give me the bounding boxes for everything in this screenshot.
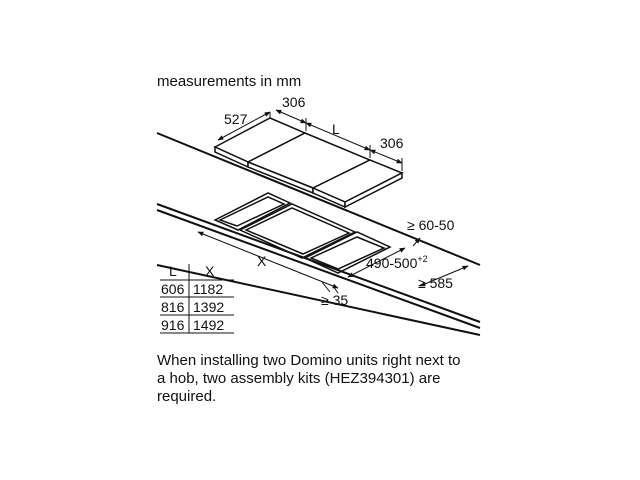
note-line: required. [157, 388, 217, 405]
table-cell: 1392 [193, 299, 224, 315]
dim-width-right-306: 306 [380, 135, 404, 151]
table-header-l: L [169, 263, 177, 279]
table-cell: 1182 [193, 281, 223, 297]
dim-wall-gap: ≥ 35 [321, 292, 348, 308]
dim-depth-527: 527 [224, 111, 248, 127]
dim-cutout-total-x: X [257, 253, 267, 269]
measurements-caption: measurements in mm [157, 73, 302, 90]
installation-note: When installing two Domino units right n… [157, 352, 537, 406]
dim-worktop-depth: ≥ 585 [418, 275, 453, 291]
table-cell: 816 [161, 299, 185, 315]
top-dimension-lines [217, 109, 403, 171]
hob-units [213, 117, 404, 209]
note-line: a hob, two assembly kits (HEZ394301) are [157, 370, 441, 387]
dim-front-gap: ≥ 60-50 [407, 217, 455, 233]
table-header-x: X [205, 263, 215, 279]
dim-width-left-306: 306 [282, 94, 306, 110]
dimension-table: L X 606 1182 816 1392 916 1492 [160, 263, 234, 334]
note-line: When installing two Domino units right n… [157, 352, 461, 369]
cutout-frames [213, 192, 392, 274]
table-cell: 1492 [193, 317, 224, 333]
upper-worktop-line [156, 132, 481, 266]
table-cell: 916 [161, 317, 185, 333]
dim-length-l: L [332, 121, 340, 137]
lower-dimension-lines [197, 231, 469, 294]
dim-cutout: 490-500+2 [366, 254, 428, 271]
table-cell: 606 [161, 281, 185, 297]
